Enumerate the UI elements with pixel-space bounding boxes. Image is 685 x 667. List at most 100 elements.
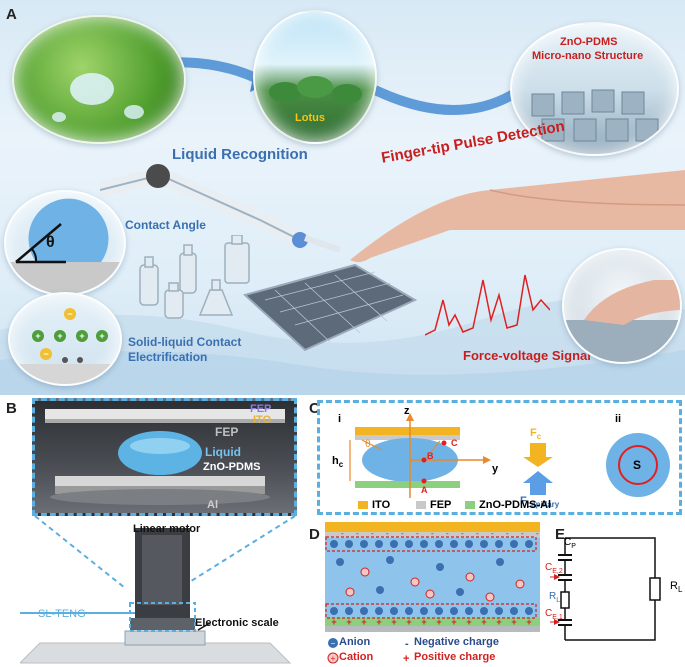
theta-c-label: θ bbox=[365, 439, 371, 450]
cation-dot bbox=[345, 587, 355, 597]
zno-structure-bubble bbox=[510, 22, 679, 156]
ito-layer-top bbox=[355, 427, 460, 435]
anion-dot bbox=[420, 540, 428, 548]
fc-label: Fc bbox=[530, 427, 542, 442]
lotus-label: Lotus bbox=[295, 112, 325, 124]
positive-mark: + bbox=[376, 617, 381, 627]
panel-a: A Lotus bbox=[0, 0, 685, 395]
sl-teng-label: SL-TENG bbox=[38, 608, 86, 620]
slce-label-line2: Electrification bbox=[128, 350, 208, 364]
svg-text:+: + bbox=[331, 654, 336, 663]
equivalent-circuit bbox=[550, 537, 661, 641]
anion-dot bbox=[525, 540, 533, 548]
anion-label: Anion bbox=[339, 636, 371, 648]
anion-dot bbox=[336, 558, 344, 566]
negative-mark: - bbox=[356, 529, 359, 538]
fc-arrow-body bbox=[530, 443, 546, 457]
ce2-label: CE,2 bbox=[545, 562, 563, 575]
anion-dot bbox=[525, 607, 533, 615]
anion-dot bbox=[496, 558, 504, 566]
rl-label: RL bbox=[670, 580, 683, 595]
rl-inner-label: RL bbox=[549, 591, 561, 604]
panel-c-label: C bbox=[309, 400, 320, 417]
cation-dot bbox=[465, 572, 475, 582]
ce1-label: CE,1 bbox=[545, 608, 563, 621]
positive-mark: + bbox=[406, 617, 411, 627]
charge-legend-icons: − + - + bbox=[327, 638, 409, 665]
svg-text:−: − bbox=[331, 639, 336, 648]
anion-dot bbox=[465, 540, 473, 548]
legend-zno-label: ZnO-PDMS-Al bbox=[479, 499, 552, 511]
lotus-bubble: Lotus bbox=[253, 10, 377, 144]
negative-mark: - bbox=[371, 529, 374, 538]
cp-label: CP bbox=[564, 537, 576, 550]
anion-dot bbox=[330, 540, 338, 548]
al-label: Al bbox=[207, 499, 218, 511]
positive-charge-label: Positive charge bbox=[414, 651, 496, 663]
water-droplet-icon bbox=[52, 73, 144, 122]
ito-label: ITO bbox=[253, 414, 272, 426]
charge-distribution-diagram: --------------++++++++++++++ bbox=[325, 522, 540, 632]
z-axis-label: z bbox=[404, 405, 410, 417]
panel-d: D E --------------++++++++++++++ bbox=[305, 522, 685, 667]
fep-layer-top bbox=[355, 435, 460, 440]
panel-a-label: A bbox=[6, 6, 17, 23]
fcap-label: Fcapillary bbox=[520, 495, 560, 510]
finger-press-bubble bbox=[562, 248, 682, 364]
positive-mark: + bbox=[481, 617, 486, 627]
svg-text:+: + bbox=[79, 331, 84, 341]
anion-dot bbox=[495, 607, 503, 615]
positive-mark: + bbox=[361, 617, 366, 627]
anion-dot bbox=[436, 563, 444, 571]
positive-mark: + bbox=[346, 617, 351, 627]
voltage-signal-waveform bbox=[425, 274, 550, 336]
linear-motor-label: Linear motor bbox=[133, 523, 201, 535]
anion-dot bbox=[456, 588, 464, 596]
zno-pdms-label: ZnO-PDMS bbox=[203, 461, 261, 473]
zoom-inset: FEP ITO FEP Liquid ZnO-PDMS Al bbox=[32, 398, 297, 516]
negative-charge-label: Negative charge bbox=[414, 636, 499, 648]
negative-mark: - bbox=[431, 529, 434, 538]
svg-text:+: + bbox=[403, 653, 409, 665]
positive-mark: + bbox=[331, 617, 336, 627]
legend-fep-label: FEP bbox=[430, 499, 452, 511]
anion-dot bbox=[435, 607, 443, 615]
sl-teng-device-photo bbox=[45, 409, 285, 505]
zno-title-line2: Micro-nano Structure bbox=[532, 50, 644, 62]
hc-label: hc bbox=[332, 455, 344, 470]
zoom-lines bbox=[34, 515, 296, 589]
anion-dot bbox=[405, 540, 413, 548]
negative-mark: - bbox=[521, 529, 524, 538]
anion-dot bbox=[435, 540, 443, 548]
anion-dot bbox=[345, 607, 353, 615]
droplet-contact-angle-icon bbox=[6, 198, 124, 294]
point-b bbox=[421, 457, 427, 463]
anion-dot bbox=[376, 586, 384, 594]
negative-mark: - bbox=[416, 529, 419, 538]
positive-mark: + bbox=[511, 617, 516, 627]
anion-dot bbox=[330, 607, 338, 615]
finger-press-icon bbox=[564, 280, 680, 362]
anion-dot bbox=[360, 540, 368, 548]
subpanel-ii-label: ii bbox=[615, 413, 622, 425]
legend-fep-swatch bbox=[416, 501, 426, 509]
panel-d-label: D bbox=[309, 526, 320, 543]
anion-dot bbox=[386, 556, 394, 564]
anion-dot bbox=[390, 540, 398, 548]
charges-icon: + + + + − − bbox=[10, 308, 120, 384]
panel-b: B FEP ITO FEP Liquid ZnO-PDMS Al bbox=[0, 398, 300, 667]
negative-mark: - bbox=[446, 529, 449, 538]
cation-dot bbox=[410, 577, 420, 587]
fep-label: FEP bbox=[215, 425, 239, 439]
anion-dot bbox=[390, 607, 398, 615]
point-a bbox=[421, 478, 427, 484]
negative-mark: - bbox=[536, 529, 539, 538]
theta-label: θ bbox=[46, 234, 55, 251]
droplet-force-diagram bbox=[349, 413, 670, 509]
negative-mark: - bbox=[506, 529, 509, 538]
anion-dot bbox=[495, 540, 503, 548]
anion-dot bbox=[375, 540, 383, 548]
slce-label-line1: Solid-liquid Contact bbox=[128, 335, 242, 349]
svg-text:+: + bbox=[99, 331, 104, 341]
